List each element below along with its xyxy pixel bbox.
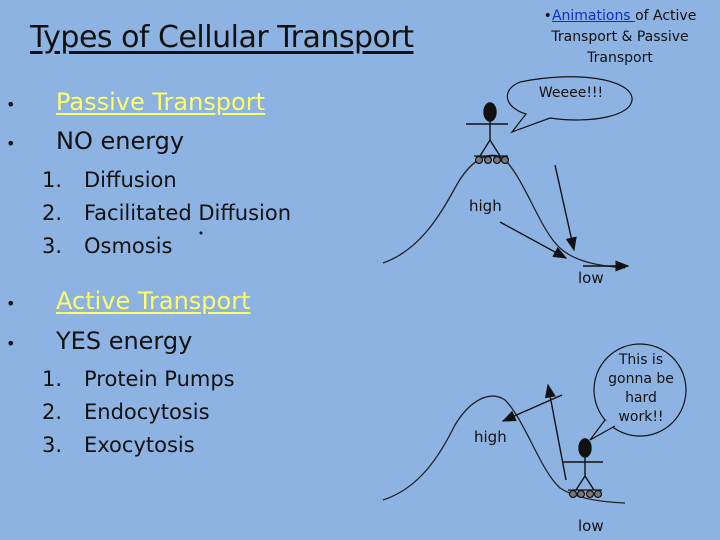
bottom-skateboard — [568, 490, 602, 498]
top-speech-text: Weeee!!! — [531, 85, 611, 101]
top-high-label: high — [469, 197, 502, 215]
top-stick-figure — [466, 103, 508, 156]
bottom-low-label: low — [578, 517, 604, 535]
speech-line: gonna be — [608, 371, 674, 387]
top-hill-curve — [383, 155, 625, 268]
speech-line: work!! — [618, 409, 663, 425]
diagonal-down-arrow — [500, 222, 566, 258]
top-low-label: low — [578, 269, 604, 287]
top-skateboard — [474, 156, 509, 164]
speech-line: This is — [619, 352, 663, 368]
speech-line: hard — [625, 390, 657, 406]
bottom-speech-text: This is gonna be hard work!! — [600, 351, 682, 427]
downhill-arrow — [555, 165, 574, 250]
bottom-high-label: high — [474, 428, 507, 446]
bottom-stick-figure — [563, 439, 603, 490]
small-dot — [200, 232, 203, 235]
